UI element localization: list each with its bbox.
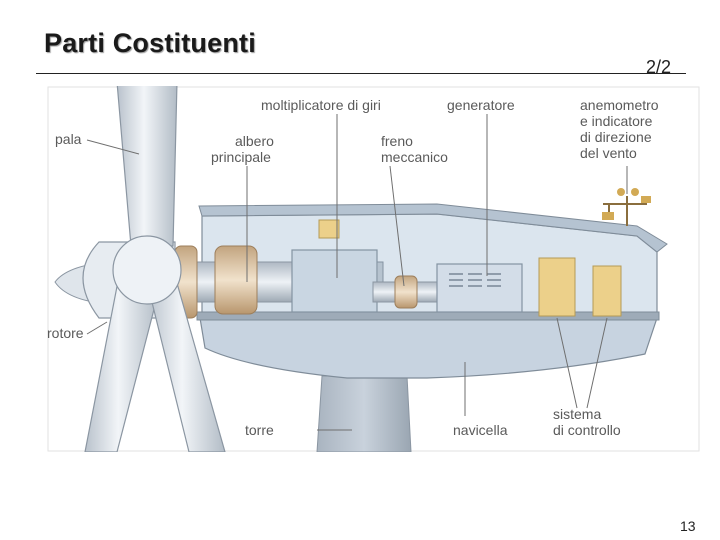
page-number: 13 [680,518,696,534]
generator [436,263,523,313]
anemometer [602,188,651,226]
label-freno-2: meccanico [381,149,448,165]
label-albero-1: albero [235,133,274,149]
label-sistema-2: di controllo [553,422,621,438]
nacelle-roof [198,203,668,253]
label-freno-1: freno [381,133,413,149]
label-generatore: generatore [447,97,515,113]
label-navicella: navicella [453,422,508,438]
generator-vents [449,273,501,287]
label-anemometro-1: anemometro [580,97,659,113]
label-anemometro-4: del vento [580,145,637,161]
brake-disc [394,275,418,309]
turbine-svg: pala rotore albero principale moltiplica… [47,81,700,453]
label-moltiplicatore: moltiplicatore di giri [261,97,381,113]
label-torre: torre [245,422,274,438]
control-box-2 [592,265,622,317]
label-anemometro-3: di direzione [580,129,652,145]
wind-turbine-diagram: pala rotore albero principale moltiplica… [47,81,700,453]
rotor-hub [112,235,182,305]
title-underline [36,73,686,74]
bearing-ring-2 [214,245,258,315]
label-rotore: rotore [47,325,84,341]
leader-lines [86,114,628,431]
slide-title: Parti Costituenti [44,28,256,58]
tower [316,375,412,453]
slide-subtitle: 2/2 [646,57,672,77]
blade-top [116,81,178,247]
nacelle-lower [199,317,658,379]
gearbox [291,249,378,313]
label-albero-2: principale [211,149,271,165]
control-box-top [318,219,340,239]
control-box-1 [538,257,576,317]
label-anemometro-2: e indicatore [580,113,653,129]
nacelle-floor [196,311,660,321]
label-sistema-1: sistema [553,406,601,422]
label-pala: pala [55,131,82,147]
